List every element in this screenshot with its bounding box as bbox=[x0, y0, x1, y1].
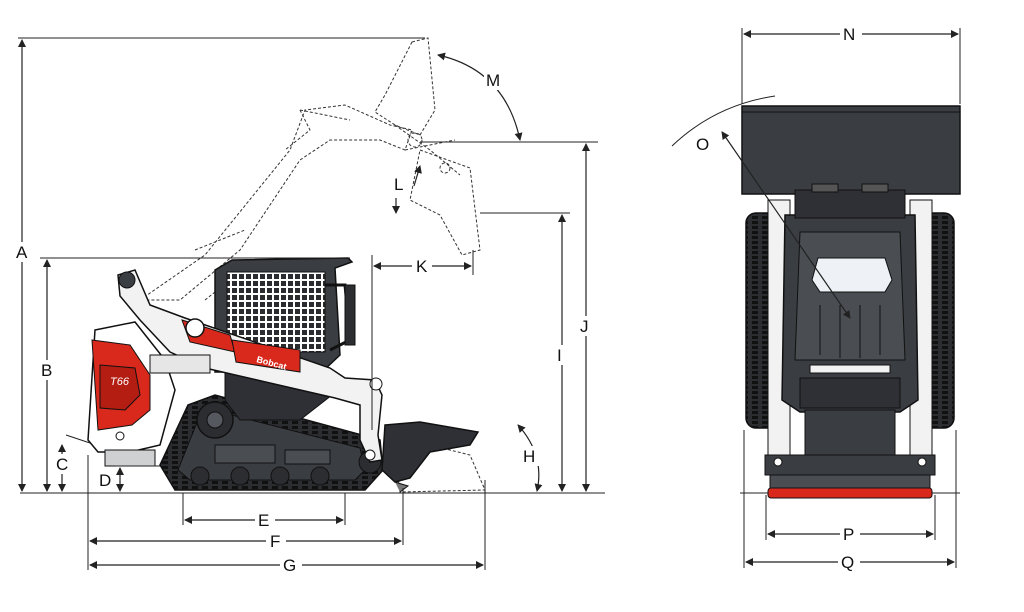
dim-A: A bbox=[12, 37, 425, 492]
dim-C: C bbox=[53, 434, 91, 492]
label-E: E bbox=[258, 511, 269, 530]
model-decal: T66 bbox=[110, 376, 130, 388]
dim-I: I bbox=[480, 212, 570, 492]
lift-arm: Bobcat bbox=[117, 269, 383, 463]
rear-bumper bbox=[767, 487, 933, 499]
label-A: A bbox=[16, 243, 28, 262]
dim-F: F bbox=[87, 455, 404, 570]
dim-Q: Q bbox=[743, 430, 957, 572]
rear-body: T66 bbox=[87, 321, 176, 467]
dim-G: G bbox=[89, 480, 486, 575]
label-C: C bbox=[56, 455, 68, 474]
label-N: N bbox=[843, 25, 855, 44]
side-view: T66 Bobcat bbox=[12, 37, 605, 575]
label-F: F bbox=[270, 532, 280, 551]
dim-M: M bbox=[437, 52, 523, 141]
cab-window-front bbox=[811, 257, 893, 293]
dim-P: P bbox=[765, 495, 936, 544]
dim-O: O bbox=[671, 95, 851, 319]
dim-N: N bbox=[741, 24, 961, 104]
bucket-lowered bbox=[381, 421, 480, 493]
dim-B: B bbox=[38, 257, 350, 492]
label-Q: Q bbox=[841, 553, 854, 572]
label-I: I bbox=[557, 346, 562, 365]
label-P: P bbox=[843, 525, 854, 544]
label-H: H bbox=[523, 447, 535, 466]
front-view: N O P Q bbox=[671, 24, 961, 572]
label-G: G bbox=[283, 556, 296, 575]
dim-D: D bbox=[99, 465, 160, 492]
track-assembly bbox=[159, 394, 384, 491]
bucket-front bbox=[741, 105, 961, 195]
dim-K: K bbox=[371, 250, 474, 430]
label-J: J bbox=[580, 317, 589, 336]
label-O: O bbox=[696, 135, 709, 154]
label-L: L bbox=[394, 175, 403, 194]
dim-H: H bbox=[517, 424, 543, 492]
dim-J: J bbox=[420, 141, 598, 492]
label-D: D bbox=[99, 471, 111, 490]
label-M: M bbox=[486, 71, 500, 90]
dim-E: E bbox=[182, 493, 346, 530]
label-K: K bbox=[416, 257, 428, 276]
label-B: B bbox=[41, 361, 52, 380]
dim-L: L bbox=[392, 165, 422, 214]
